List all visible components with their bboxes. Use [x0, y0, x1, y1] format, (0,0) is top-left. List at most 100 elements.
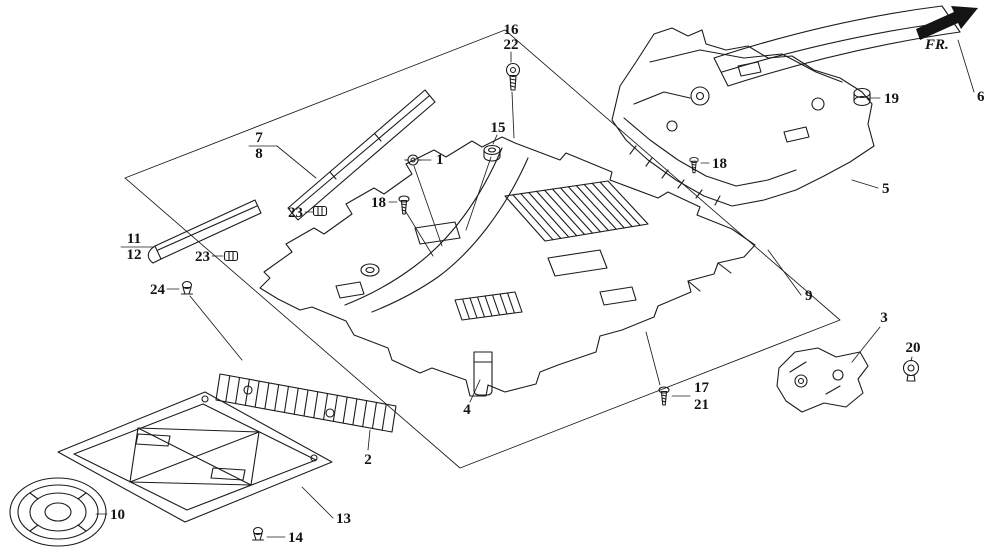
front-sill-fold [291, 95, 430, 213]
part-11-12-side-sill-strip [147, 199, 262, 264]
part-18-left-screw-icon [398, 195, 410, 215]
floor-board-rib-diamond [129, 427, 260, 486]
callout-3: 3 [880, 310, 888, 326]
floor-board-rib [129, 431, 260, 483]
hatch-line [599, 181, 641, 226]
part-7-8-side-sill-strip [287, 89, 436, 221]
hatch-line [591, 182, 633, 228]
insulator-slot [783, 126, 810, 143]
hatch-line [476, 296, 486, 318]
hatch-line [244, 378, 250, 406]
callout-19: 19 [884, 91, 899, 107]
insulator-outline [611, 27, 875, 207]
pan-hub [44, 502, 72, 522]
hatch-line [583, 183, 625, 229]
hatch-line [332, 394, 338, 422]
rear-strip-fold [721, 21, 951, 73]
floor-board-outline [57, 391, 333, 523]
part-16-22-bolt-icon [505, 62, 521, 91]
carpet-step-line [717, 262, 732, 274]
ribbed-plate-hole [325, 408, 335, 418]
carpet-hole [414, 221, 461, 245]
floor-board-hole [310, 454, 318, 462]
carpet-bottom-tab [473, 351, 493, 396]
callout-9: 9 [805, 288, 813, 304]
part-2-rear-ribbed-plate [215, 373, 397, 433]
hatch-line [352, 398, 358, 426]
direction-indicator: FR. [916, 6, 978, 53]
guide-box-outline [124, 29, 841, 469]
hatch-line [536, 190, 578, 237]
insulator-hole-inner [695, 91, 705, 101]
floor-board-hand-hole [210, 467, 246, 481]
callout-22: 22 [504, 37, 519, 53]
part-14-pushpin-icon [251, 526, 265, 541]
rear-sill-hook [147, 245, 162, 264]
part-23-upper-clip-icon [312, 205, 328, 217]
callout-5: 5 [882, 181, 890, 197]
part-5-dash-insulator [611, 27, 875, 207]
callout-2: 2 [364, 452, 372, 468]
callout-18-left: 18 [371, 195, 386, 211]
hatch-line [283, 385, 289, 413]
part-19-grommet-icon [853, 87, 871, 107]
carpet-outline [259, 136, 756, 397]
front-sill-tab [329, 171, 337, 180]
hatch-line [551, 188, 594, 234]
bracket-outline [776, 347, 869, 413]
callout-23-lower: 23 [195, 249, 210, 265]
carpet-step-line [687, 280, 701, 292]
guide-box [124, 29, 841, 469]
callout-21: 21 [694, 397, 709, 413]
rear-sill-fold [157, 205, 258, 251]
bracket-detail [825, 385, 841, 395]
hatch-line [559, 187, 602, 233]
hatch-line [491, 294, 501, 316]
hatch-line [264, 382, 270, 410]
rear-sill-outline [154, 199, 262, 260]
hatch-line [225, 375, 231, 403]
carpet-hole [599, 286, 637, 306]
hatch-line [323, 393, 329, 421]
insulator-contour [633, 91, 691, 105]
part-23-lower-clip-icon [223, 250, 239, 262]
hatch-line [520, 193, 562, 239]
hatch-line [528, 191, 570, 238]
pan-spoke [77, 492, 87, 500]
pan-spoke [29, 524, 39, 532]
part-6-rear-strip [713, 5, 961, 87]
insulator-hole [666, 120, 678, 132]
bracket-hole [794, 374, 808, 388]
hatch-line [371, 401, 377, 429]
carpet-ribbed-mat-hatch [512, 181, 641, 241]
pan-spoke [77, 524, 87, 532]
hatch-line [274, 384, 280, 412]
leader-lines [95, 39, 975, 538]
callout-8: 8 [255, 146, 263, 162]
callout-18-right: 18 [712, 156, 727, 172]
carpet-ribbed-patch-hatch [461, 292, 516, 320]
floor-board-inner-border [73, 403, 317, 511]
hatch-line [506, 292, 516, 314]
hatch-line [362, 400, 368, 428]
hatch-line [512, 194, 554, 241]
floor-board-hand-hole [135, 433, 171, 447]
rear-strip-outline [713, 5, 961, 87]
callout-20: 20 [906, 340, 921, 356]
callout-11: 11 [127, 231, 141, 247]
hatch-line [544, 189, 586, 236]
bracket-hole-inner [797, 377, 805, 385]
carpet-ribbed-mat-outline [504, 180, 649, 242]
hatch-line [575, 185, 617, 230]
bracket-hole [832, 369, 844, 381]
front-sill-tab [374, 133, 382, 142]
part-9-floor-carpet [259, 136, 756, 397]
bracket-detail [789, 361, 807, 373]
hatch-line [484, 295, 493, 317]
hatch-line [381, 403, 387, 431]
insulator-edge-hatch [629, 145, 721, 206]
part-10-spare-tire-pan [9, 477, 107, 547]
carpet-tunnel-line [371, 157, 529, 313]
fr-label: FR. [924, 37, 949, 53]
